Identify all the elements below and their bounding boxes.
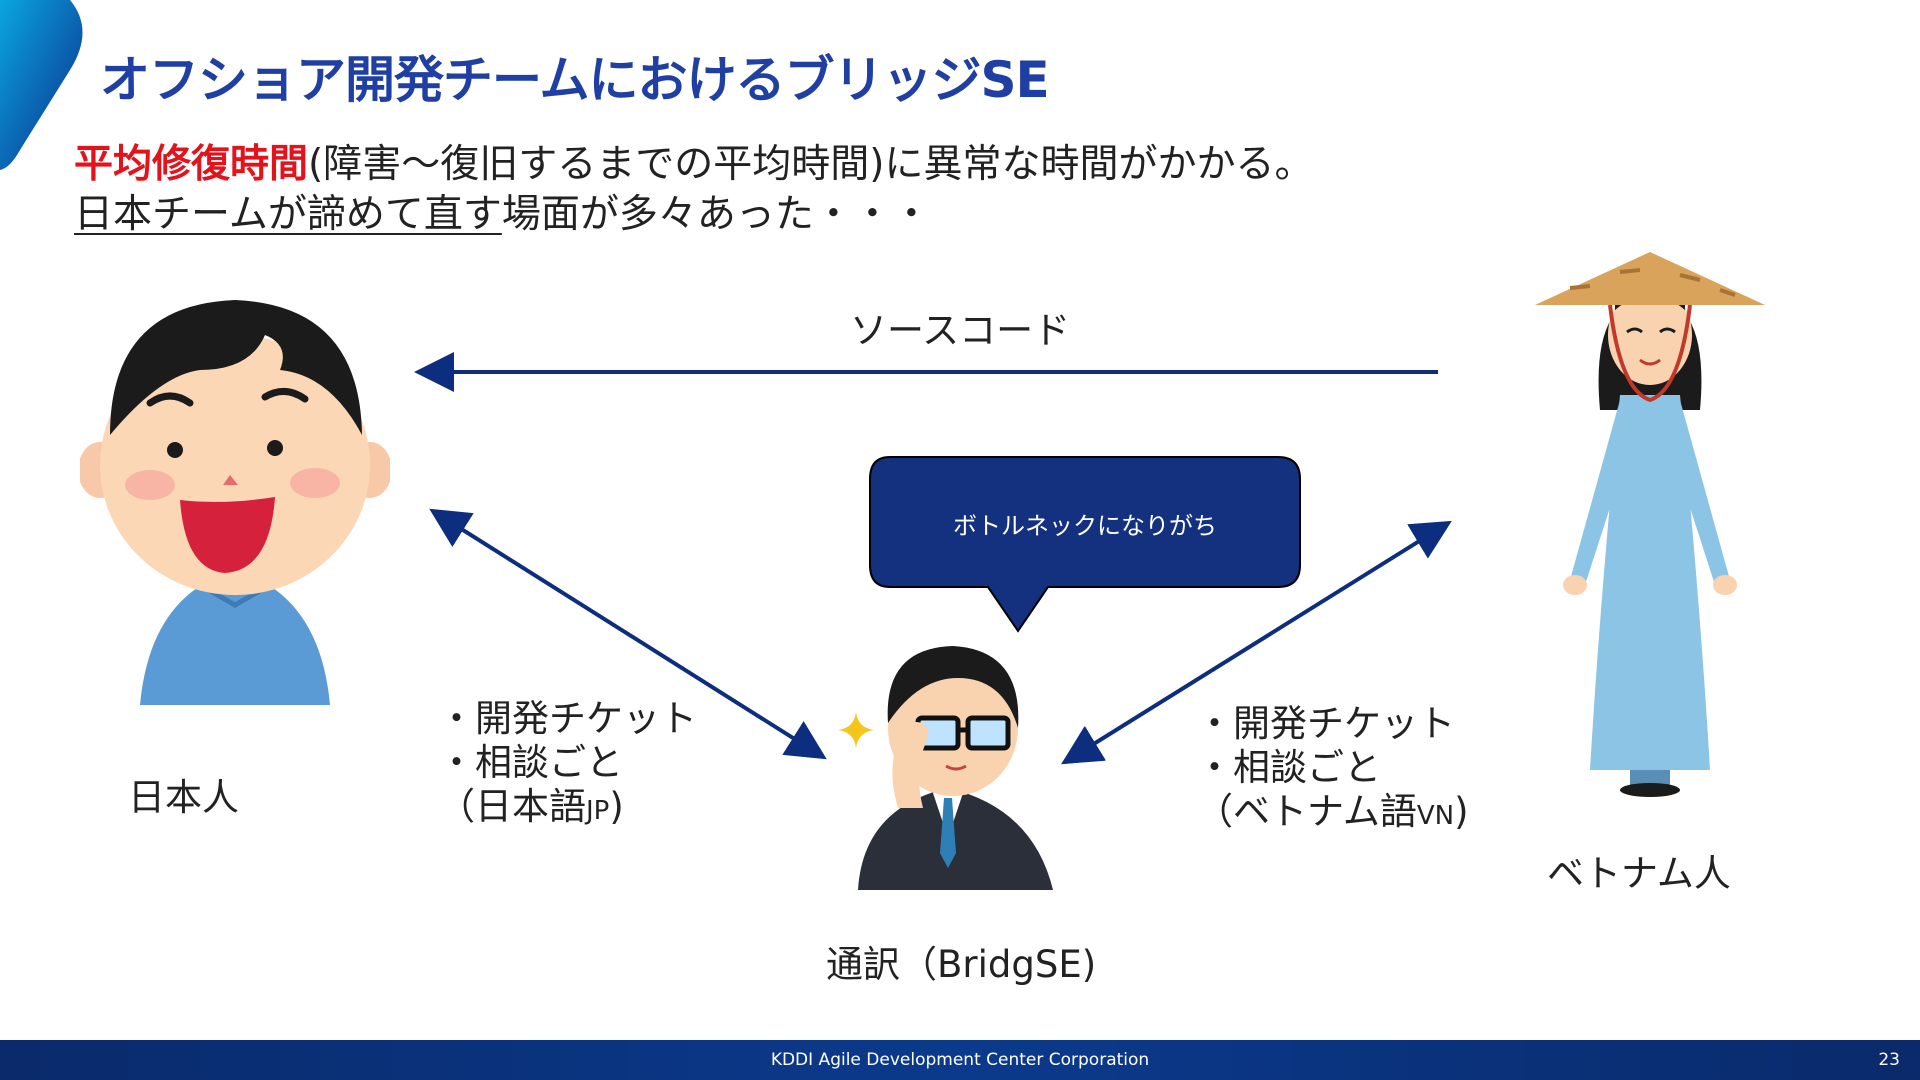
corner-accent bbox=[0, 0, 83, 170]
japanese-man-illustration bbox=[80, 300, 390, 705]
bubble-text: ボトルネックになりがち bbox=[953, 511, 1217, 540]
bridge-se-label: 通訳（BridgSE) bbox=[826, 943, 1097, 986]
sparkle-icon bbox=[838, 712, 874, 748]
bridge-se-man-illustration bbox=[858, 646, 1053, 890]
vietnamese-woman-illustration bbox=[1535, 252, 1765, 797]
arrows-layer bbox=[414, 352, 1452, 765]
lead-line-1: 平均修復時間(障害～復旧するまでの平均時間)に異常な時間がかかる。 bbox=[74, 142, 1314, 187]
arrow-vietnam-bridge bbox=[1061, 523, 1447, 765]
highlight-mttr: 平均修復時間 bbox=[74, 142, 309, 187]
page-number: 23 bbox=[1878, 1050, 1900, 1070]
japanese-label: 日本人 bbox=[128, 776, 239, 819]
underlined-text: 日本チームが諦めて直す bbox=[74, 192, 502, 237]
lead-text: 平均修復時間(障害～復旧するまでの平均時間)に異常な時間がかかる。 日本チームが… bbox=[74, 140, 1313, 240]
footer-bar bbox=[0, 1040, 1920, 1080]
arrow-japan-bridge bbox=[429, 508, 827, 760]
footer-company: KDDI Agile Development Center Corporatio… bbox=[770, 1050, 1150, 1070]
left-list: ・開発チケット ・相談ごと （日本語JP) bbox=[438, 697, 697, 828]
right-list: ・開発チケット ・相談ごと （ベトナム語VN) bbox=[1196, 702, 1469, 833]
slide-title: オフショア開発チームにおけるブリッジSE bbox=[100, 51, 1050, 109]
vietnamese-label: ベトナム人 bbox=[1547, 852, 1731, 895]
lead-line-2: 日本チームが諦めて直す場面が多々あった・・・ bbox=[74, 192, 931, 237]
speech-bubble bbox=[869, 456, 1301, 633]
source-code-label: ソースコード bbox=[850, 309, 1071, 352]
